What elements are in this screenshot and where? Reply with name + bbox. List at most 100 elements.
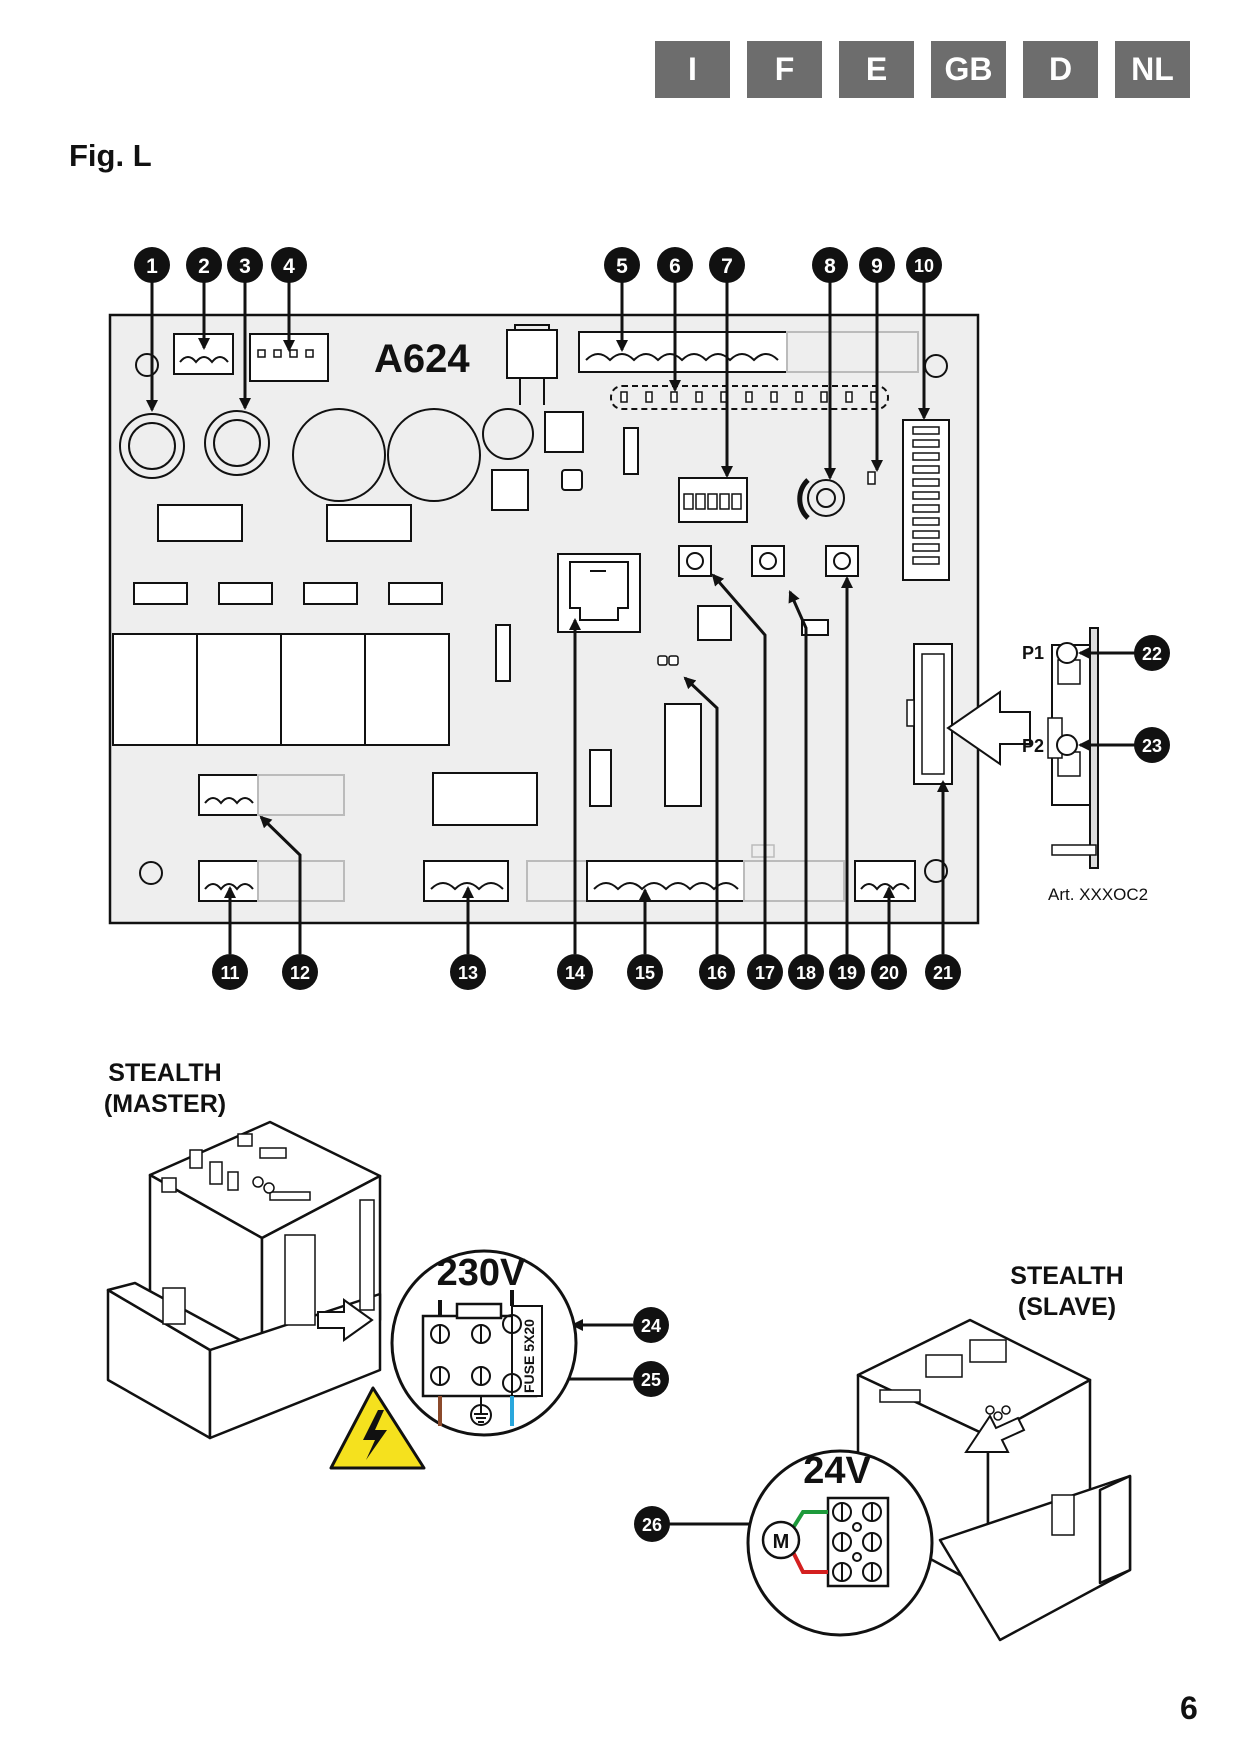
stealth-slave-unit: STEALTH (SLAVE) 24V [746,1262,1132,1642]
svg-text:26: 26 [642,1515,662,1535]
lang-tab-e[interactable]: E [839,41,914,98]
wire-red [791,1551,828,1574]
callout-22: 22 [1134,635,1170,671]
svg-text:1: 1 [146,255,158,278]
callout-25: 25 [633,1361,669,1397]
callout-21: 21 [925,954,961,990]
lang-tab-gb[interactable]: GB [931,41,1006,98]
slave-label-line2: (SLAVE) [1018,1293,1116,1321]
callout-26: 26 [634,1506,670,1542]
motor-icon [761,1520,801,1560]
svg-text:2: 2 [198,255,210,278]
svg-text:5: 5 [616,255,628,278]
p1-button [1056,642,1078,664]
callout-badges: 1 2 3 4 5 6 7 8 9 10 11 12 13 14 15 16 1… [134,247,1170,1542]
receiver-slot [913,643,953,785]
svg-text:13: 13 [458,963,478,983]
svg-text:8: 8 [824,255,836,278]
article-label: Art. XXXOC2 [1048,885,1148,904]
relay [112,633,450,746]
p2-label: P2 [1022,736,1044,756]
svg-text:3: 3 [239,255,251,278]
callout-6: 6 [657,247,693,283]
fuse-holder [119,410,270,479]
component [133,411,829,826]
motor-label: M [773,1531,790,1553]
callout-1: 1 [134,247,170,283]
callout-12: 12 [282,954,318,990]
rj-port [557,553,641,633]
svg-text:14: 14 [565,963,585,983]
lang-tab-nl[interactable]: NL [1115,41,1190,98]
svg-text:7: 7 [721,255,733,278]
mounting-hole [139,861,163,885]
page-number: 6 [1180,1690,1198,1726]
svg-text:10: 10 [914,256,934,276]
svg-text:12: 12 [290,963,310,983]
svg-text:23: 23 [1142,736,1162,756]
dip-bank [902,419,950,581]
trimmer [797,478,845,520]
svg-text:9: 9 [871,255,883,278]
jumper [657,655,679,666]
svg-text:11: 11 [220,963,239,983]
svg-text:18: 18 [796,963,816,983]
connector-15 [586,860,745,902]
dip-switch [678,477,748,523]
ground-icon [470,1404,492,1426]
callout-20: 20 [871,954,907,990]
warning-icon [329,1386,426,1470]
svg-text:19: 19 [837,963,857,983]
wire-green [791,1510,828,1530]
lang-tab-f[interactable]: F [747,41,822,98]
language-tabs: I F E GB D NL [655,41,1190,98]
connector-12 [198,774,259,816]
callout-10: 10 [906,247,942,283]
voltage-24v: 24V [803,1450,871,1492]
mounting-hole [924,859,948,883]
callout-13: 13 [450,954,486,990]
svg-text:25: 25 [641,1370,661,1390]
figure-title: Fig. L [69,138,152,173]
voltage-regulator [506,329,558,379]
svg-text:24: 24 [641,1316,661,1336]
connector-13 [423,860,509,902]
callout-7: 7 [709,247,745,283]
fuse-label: FUSE 5X20 [521,1319,537,1393]
callout-19: 19 [829,954,865,990]
callout-4: 4 [271,247,307,283]
slave-label-line1: STEALTH [1010,1262,1123,1290]
connector-5 [578,331,788,373]
callout-15: 15 [627,954,663,990]
callout-9: 9 [859,247,895,283]
stealth-master-unit: STEALTH (MASTER) 230V [104,1059,578,1470]
control-board: A624 [108,313,980,925]
svg-text:15: 15 [635,963,655,983]
svg-text:4: 4 [283,255,295,278]
receiver-module: P1 P2 Art. XXXOC2 [946,627,1148,904]
leader-lines [146,282,1135,1530]
callout-3: 3 [227,247,263,283]
callout-8: 8 [812,247,848,283]
callout-5: 5 [604,247,640,283]
master-label-line2: (MASTER) [104,1090,226,1118]
callout-17: 17 [747,954,783,990]
callout-24: 24 [633,1307,669,1343]
p1-label: P1 [1022,643,1044,663]
push-button [678,545,859,577]
callout-18: 18 [788,954,824,990]
lang-tab-d[interactable]: D [1023,41,1098,98]
svg-text:6: 6 [669,255,681,278]
callout-14: 14 [557,954,593,990]
lang-tab-i[interactable]: I [655,41,730,98]
master-label-line1: STEALTH [108,1059,221,1087]
callout-11: 11 [212,954,248,990]
voltage-230v: 230V [437,1252,526,1294]
svg-text:20: 20 [879,963,899,983]
svg-text:21: 21 [933,963,953,983]
led-row [610,385,889,410]
board-label: A624 [374,337,470,381]
callout-16: 16 [699,954,735,990]
svg-text:17: 17 [755,963,775,983]
